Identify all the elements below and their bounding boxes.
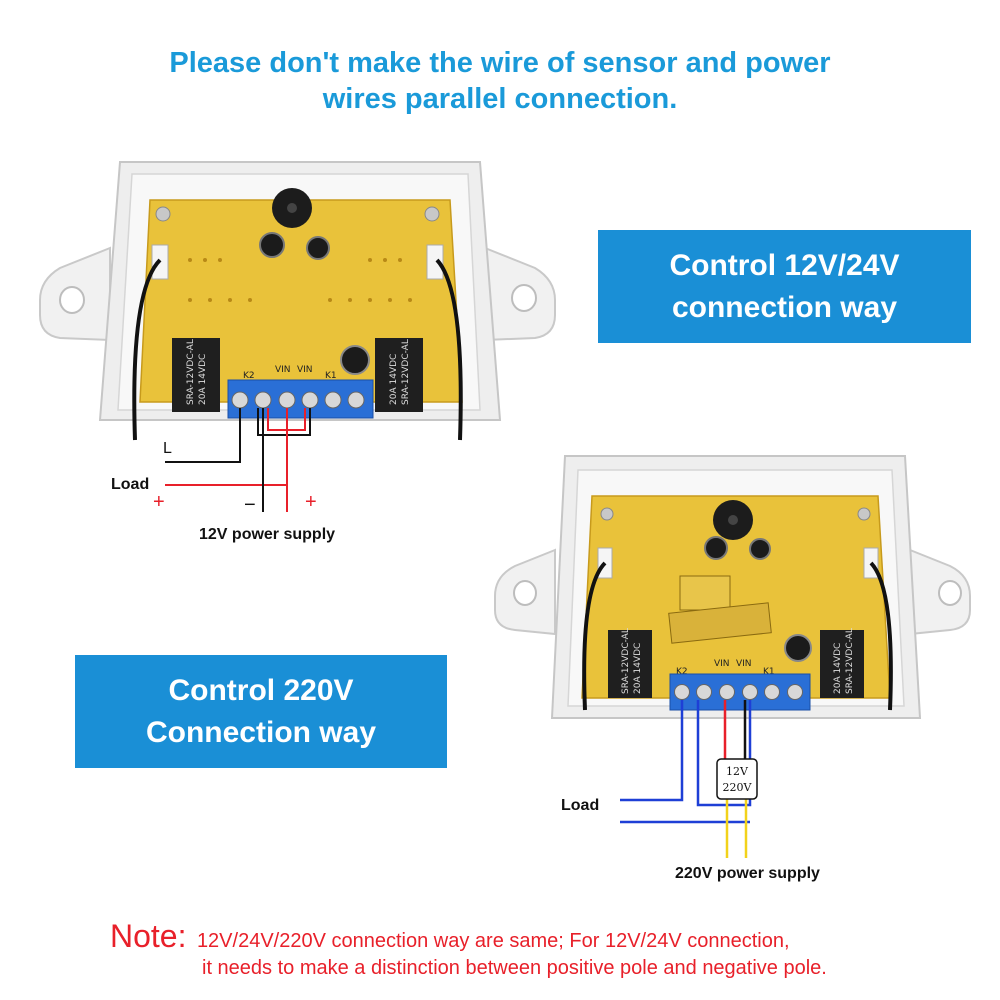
bottom-wiring bbox=[620, 700, 752, 858]
capacitor-2 bbox=[306, 236, 330, 260]
left-mounting-hole bbox=[59, 286, 85, 314]
terminal-screws bbox=[231, 391, 365, 409]
capacitor-1 bbox=[704, 536, 728, 560]
svg-text:SRA-12VDC-AL: SRA-12VDC-AL bbox=[845, 628, 855, 694]
sensor-wire-left bbox=[132, 258, 162, 441]
svg-text:20A 14VDC: 20A 14VDC bbox=[198, 354, 208, 405]
relay-left bbox=[608, 630, 652, 698]
relay-right bbox=[375, 338, 423, 412]
control-12v-24v-box: Control 12V/24V connection way bbox=[598, 230, 971, 343]
top-controller-diagram: SRA-12VDC-AL 20A 14VDC 20A 14VDC SRA-12V… bbox=[39, 161, 556, 512]
terminal-label-vin-2: VIN bbox=[736, 659, 752, 669]
terminal-label-k2: K2 bbox=[243, 371, 255, 381]
terminal-label-vin-2: VIN bbox=[297, 365, 313, 375]
relay-left bbox=[172, 338, 220, 412]
load-wire-black bbox=[165, 408, 241, 463]
capacitor-1 bbox=[259, 232, 285, 258]
headline-line-1: Please don't make the wire of sensor and… bbox=[169, 47, 831, 79]
terminal-label-k1: K1 bbox=[325, 371, 337, 381]
right-mounting-hole bbox=[511, 284, 537, 312]
power-module-board bbox=[668, 602, 772, 644]
note-line-2: it needs to make a distinction between p… bbox=[202, 957, 827, 979]
control-220v-line-1: Control 220V bbox=[168, 673, 354, 707]
bottom-supply-label: 220V power supply bbox=[675, 865, 820, 882]
bottom-controller-diagram: SRA-12VDC-AL 20A 14VDC 20A 14VDC SRA-12V… bbox=[494, 455, 971, 858]
terminal-label-k2: K2 bbox=[676, 667, 688, 677]
top-l-mark: L bbox=[163, 440, 172, 457]
top-minus: − bbox=[244, 494, 256, 516]
top-load-label: Load bbox=[111, 476, 150, 493]
load-wire-blue-top bbox=[620, 700, 684, 802]
svg-text:20A 14VDC: 20A 14VDC bbox=[389, 354, 399, 405]
sensor-wire-left bbox=[582, 561, 607, 711]
pcb-screw-right bbox=[424, 206, 440, 222]
terminal-block bbox=[669, 673, 811, 711]
relay-right bbox=[820, 630, 864, 698]
bottom-load-label: Load bbox=[561, 797, 600, 814]
note-block: Note: 12V/24V/220V connection way are sa… bbox=[110, 918, 990, 980]
headline: Please don't make the wire of sensor and… bbox=[0, 45, 1000, 117]
voltage-converter-box bbox=[716, 758, 758, 800]
svg-text:20A 14VDC: 20A 14VDC bbox=[633, 643, 643, 694]
sensor-wire-right bbox=[435, 258, 463, 441]
pcb-solder-pads bbox=[188, 258, 412, 302]
top-plus-left: + bbox=[153, 491, 165, 513]
top-plus-right: + bbox=[305, 491, 317, 513]
svg-text:SRA-12VDC-AL: SRA-12VDC-AL bbox=[186, 339, 196, 405]
transformer bbox=[679, 575, 731, 611]
headline-line-2: wires parallel connection. bbox=[322, 83, 678, 115]
capacitor-3 bbox=[340, 345, 370, 375]
top-wiring bbox=[165, 408, 311, 512]
jumper-wire-blue bbox=[696, 700, 752, 807]
converter-label-12v: 12V bbox=[726, 765, 749, 778]
pcb-screw-left bbox=[600, 507, 614, 521]
capacitor-2 bbox=[749, 538, 771, 560]
terminal-label-vin-1: VIN bbox=[275, 365, 291, 375]
terminal-label-k1: K1 bbox=[763, 667, 775, 677]
control-12v-line-1: Control 12V/24V bbox=[669, 248, 900, 282]
svg-text:20A 14VDC: 20A 14VDC bbox=[833, 643, 843, 694]
svg-text:SRA-12VDC-AL: SRA-12VDC-AL bbox=[621, 628, 631, 694]
left-mounting-hole bbox=[513, 580, 537, 606]
control-12v-line-2: connection way bbox=[671, 290, 898, 324]
converter-label-220v: 220V bbox=[723, 781, 753, 794]
sensor-wire-right bbox=[869, 561, 893, 711]
sensor-connector-right bbox=[426, 244, 444, 280]
terminal-label-vin-1: VIN bbox=[714, 659, 730, 669]
control-220v-line-2: Connection way bbox=[145, 715, 377, 749]
svg-text:SRA-12VDC-AL: SRA-12VDC-AL bbox=[401, 339, 411, 405]
note-word: Note: bbox=[110, 918, 187, 954]
capacitor-3 bbox=[784, 634, 812, 662]
terminal-screws bbox=[674, 684, 803, 700]
jumper-black bbox=[257, 408, 311, 436]
note-line-1: 12V/24V/220V connection way are same; Fo… bbox=[196, 930, 790, 952]
right-mounting-hole bbox=[938, 580, 962, 606]
control-220v-box: Control 220V Connection way bbox=[75, 655, 447, 768]
pcb-screw-left bbox=[155, 206, 171, 222]
pcb-screw-right bbox=[857, 507, 871, 521]
top-supply-label: 12V power supply bbox=[199, 526, 336, 543]
